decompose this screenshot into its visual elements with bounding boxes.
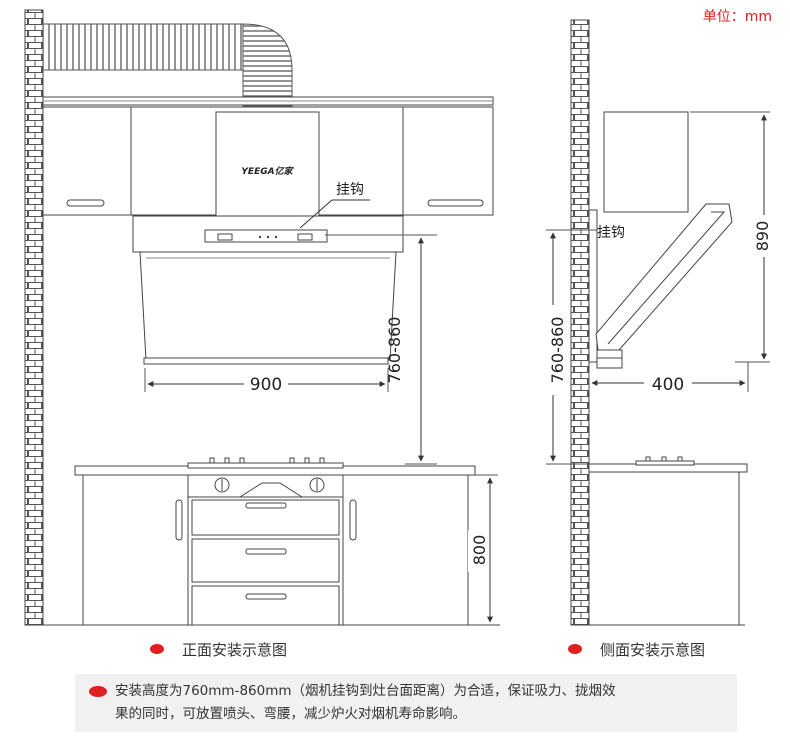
hood-button-strip	[204, 229, 328, 243]
side-install-height-dimension: 760-860	[548, 317, 567, 384]
bullet-icon	[150, 644, 164, 654]
note-line-2: 果的同时，可放置喷头、弯腰，减少炉火对烟机寿命影响。	[115, 706, 466, 722]
side-brick-wall	[570, 19, 590, 626]
exhaust-duct-bend	[242, 23, 293, 109]
side-caption-text: 侧面安装示意图	[600, 640, 706, 659]
side-view: 挂钩 890 760-860 400	[545, 19, 772, 626]
unit-label: 单位：mm	[702, 9, 772, 25]
exhaust-duct	[42, 23, 244, 71]
upper-cabinet-left	[42, 106, 132, 216]
bullet-icon	[568, 644, 582, 654]
front-width-dimension: 900	[250, 375, 282, 395]
lower-cabinet-left-handle	[175, 499, 183, 541]
lower-cabinet-left	[82, 474, 189, 626]
side-hook-label: 挂钩	[597, 225, 625, 241]
front-caption: 正面安装示意图	[150, 638, 287, 660]
front-brick-wall	[24, 9, 44, 626]
drawer-2	[191, 538, 340, 583]
upper-cabinet-right-handle	[427, 199, 484, 207]
side-lower-cabinet	[588, 471, 740, 626]
side-depth-dimension: 400	[652, 375, 684, 395]
note-line-1: 安装高度为760mm-860mm（烟机挂钩到灶台面距离）为合适，保证吸力、拢烟效	[115, 683, 616, 699]
front-hook-leader	[299, 199, 370, 229]
hood-chimney	[215, 111, 320, 217]
lower-cabinet-right	[342, 474, 469, 626]
front-stove	[187, 462, 344, 469]
drawer-3	[191, 585, 340, 626]
front-height-dimension: 760-860	[385, 317, 404, 384]
hood-bottom-edge	[143, 357, 389, 365]
side-hood-chimney	[603, 111, 689, 213]
side-hood-backplate	[588, 209, 598, 363]
lower-cabinet-right-handle	[349, 499, 357, 541]
upper-cabinet-left-handle	[66, 199, 105, 207]
side-hood-bottom	[596, 349, 623, 369]
hood-glass-panel	[139, 251, 397, 361]
side-caption: 侧面安装示意图	[568, 638, 705, 660]
brand-logo: YEEGA亿家	[241, 166, 294, 177]
side-hood-height-dimension: 890	[753, 221, 772, 252]
installation-note: 安装高度为760mm-860mm（烟机挂钩到灶台面距离）为合适，保证吸力、拢烟效…	[75, 674, 737, 732]
cabinet-height-dimension: 800	[470, 535, 489, 566]
front-caption-text: 正面安装示意图	[182, 640, 288, 659]
front-view: YEEGA亿家 挂钩 760-860 900	[24, 9, 500, 626]
side-stove	[635, 460, 695, 466]
upper-cabinet-right	[402, 106, 494, 216]
bullet-icon	[89, 686, 107, 697]
front-hook-label: 挂钩	[336, 182, 364, 198]
